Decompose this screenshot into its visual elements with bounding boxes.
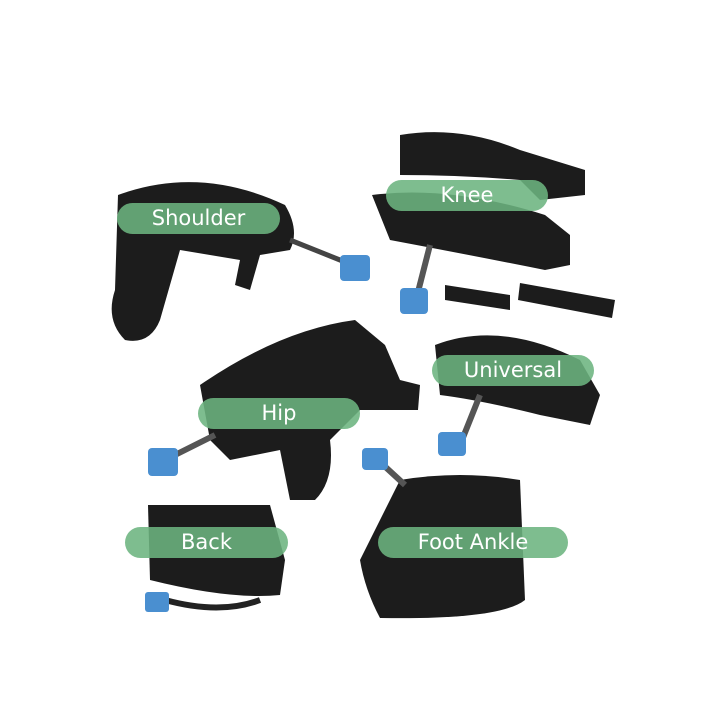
- knee-wrap: [372, 132, 615, 318]
- back-wrap: [145, 505, 285, 612]
- label-back: Back: [125, 527, 288, 558]
- universal-wrap: [435, 335, 600, 456]
- label-foot-ankle: Foot Ankle: [378, 527, 568, 558]
- connector-icon: [438, 432, 466, 456]
- connector-icon: [400, 288, 428, 314]
- connector-icon: [148, 448, 178, 476]
- label-knee: Knee: [386, 180, 548, 211]
- connector-icon: [145, 592, 169, 612]
- label-universal: Universal: [432, 355, 594, 386]
- label-shoulder: Shoulder: [117, 203, 280, 234]
- connector-icon: [362, 448, 388, 470]
- connector-icon: [340, 255, 370, 281]
- label-hip: Hip: [198, 398, 360, 429]
